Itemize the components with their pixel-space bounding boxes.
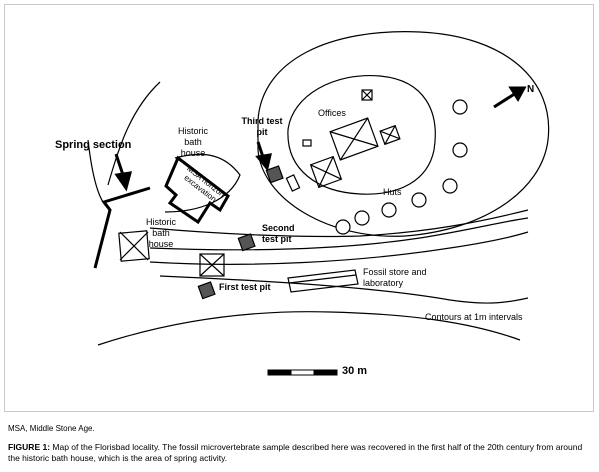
- hut: [442, 178, 458, 194]
- third-test-pit-label: Third test pit: [241, 116, 283, 137]
- huts-label: Huts: [383, 187, 402, 197]
- third-test-pit: [265, 165, 284, 184]
- test-pits: [197, 165, 284, 300]
- abbreviation-note: MSA, Middle Stone Age.: [8, 424, 95, 433]
- offices-label: Offices: [318, 108, 346, 118]
- contour-hill-inner: [287, 74, 436, 195]
- bath-house-left: [118, 230, 150, 262]
- second-test-pit: [237, 233, 256, 252]
- fossil-store-label: Fossil store and laboratory: [363, 267, 427, 288]
- fossil-store-building: [287, 269, 359, 293]
- contour-lines: [87, 31, 550, 346]
- contour-4: [159, 275, 529, 304]
- second-test-pit-label: Second test pit: [262, 223, 295, 244]
- contour-5: [97, 311, 521, 346]
- figure-caption: FIGURE 1: Map of the Florisbad locality.…: [8, 442, 592, 464]
- contours-label: Contours at 1m intervals: [425, 312, 523, 322]
- contour-left-3: [164, 153, 241, 213]
- hut: [452, 99, 468, 115]
- bath-house-top-label: Historic bath house: [177, 126, 208, 158]
- spring-section-wall: [93, 186, 151, 269]
- contour-3: [149, 231, 529, 265]
- scale-label: 30 m: [342, 365, 368, 377]
- figure-frame: [4, 4, 594, 412]
- florisbad-map: [87, 31, 550, 376]
- contour-left-1: [107, 81, 161, 186]
- caption-label: FIGURE 1:: [8, 442, 51, 452]
- first-test-pit-label: First test pit: [219, 282, 271, 292]
- building-small: [199, 253, 225, 277]
- msa-excavation-outline: [164, 155, 230, 225]
- hut: [354, 210, 370, 226]
- hut: [452, 142, 468, 158]
- contour-2: [149, 217, 529, 251]
- scale-bar: [267, 369, 338, 376]
- north-arrow: [493, 91, 517, 109]
- bath-house-left-label: Historic bath house: [145, 217, 176, 249]
- first-test-pit: [197, 281, 216, 300]
- offices-buildings: [285, 89, 401, 192]
- huts: [335, 99, 468, 235]
- north-label: N: [527, 84, 535, 95]
- spring-section-label: Spring section: [55, 139, 132, 151]
- contour-1: [149, 209, 529, 238]
- hut: [381, 202, 397, 218]
- arrows: [114, 86, 527, 192]
- hut: [335, 219, 351, 235]
- caption-text: Map of the Florisbad locality. The fossi…: [8, 442, 583, 463]
- hut: [411, 192, 427, 208]
- contour-hill-outer: [257, 31, 550, 237]
